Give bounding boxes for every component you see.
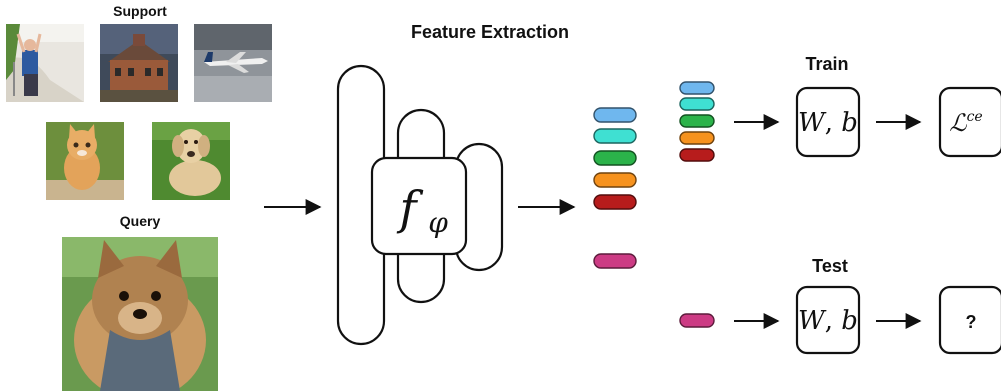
test-w-symbol: W	[798, 306, 827, 336]
kitten-photo	[46, 122, 124, 200]
feature-bar-cyan	[593, 128, 637, 144]
svg-text:ℒce: ℒce	[949, 109, 982, 137]
train-b-symbol: b	[841, 108, 858, 138]
svg-text:W, b: W, b	[798, 306, 858, 336]
feature-extraction-label: Feature Extraction	[411, 22, 569, 42]
airplane-photo	[194, 24, 272, 102]
train-bar-blue	[679, 81, 715, 95]
train-sep: ,	[825, 108, 842, 138]
feature-extractor: f φ	[336, 64, 504, 346]
building-photo	[100, 24, 178, 102]
train-embeddings	[679, 81, 715, 162]
extractor-core-box	[370, 156, 468, 256]
train-classifier-box: W, b	[795, 86, 861, 158]
yorkie-photo	[62, 237, 218, 391]
support-label: Support	[113, 3, 167, 19]
feature-bar-query	[593, 253, 637, 269]
loss-box: ℒce	[938, 86, 1001, 158]
test-b-symbol: b	[841, 306, 858, 336]
loss-ce-superscript: ce	[967, 109, 983, 125]
prediction-box: ?	[938, 285, 1001, 355]
feature-bar-orange	[593, 172, 637, 188]
prediction-unknown: ?	[966, 312, 977, 332]
feature-bar-blue	[593, 107, 637, 123]
feature-bar-red	[593, 194, 637, 210]
test-sep: ,	[825, 306, 842, 336]
train-bar-orange	[679, 131, 715, 145]
test-label: Test	[812, 256, 848, 276]
test-bar-query	[679, 313, 715, 328]
child-photo	[6, 24, 84, 102]
train-bar-green	[679, 114, 715, 128]
labrador-photo	[152, 122, 230, 200]
train-w-symbol: W	[798, 108, 827, 138]
loss-L-symbol: ℒ	[949, 109, 967, 137]
feature-embeddings	[593, 107, 637, 269]
svg-text:W, b: W, b	[798, 108, 858, 138]
feature-bar-green	[593, 150, 637, 166]
train-bar-red	[679, 148, 715, 162]
query-label: Query	[120, 213, 161, 229]
extractor-phi-symbol: φ	[428, 206, 448, 239]
train-label: Train	[805, 54, 848, 74]
train-bar-cyan	[679, 97, 715, 111]
test-classifier-box: W, b	[795, 285, 861, 355]
